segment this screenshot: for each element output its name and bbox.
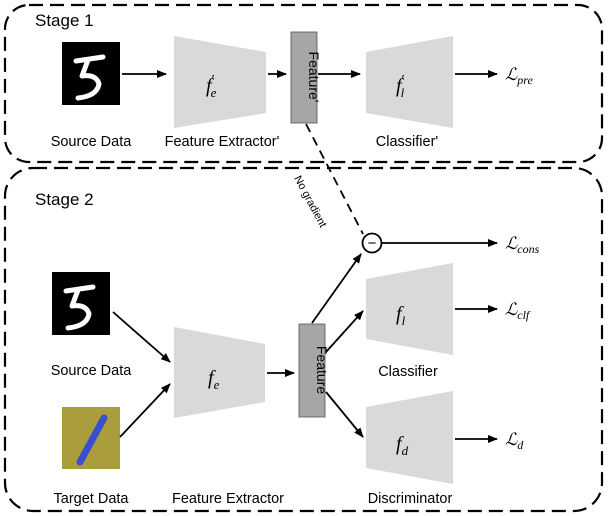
stage1-extractor-symbol: f′e [206,73,217,100]
stage2-feature-bar [298,323,326,418]
stage2-frame [3,166,604,513]
stage1-feature-label: Feature' [306,52,322,103]
stage2-source-image [52,272,110,335]
stage1-extractor-label: Feature Extractor' [165,134,280,150]
stage1-frame [3,3,604,164]
subtract-circle [361,232,383,254]
stage1-feature-bar [290,31,318,124]
stage2-loss-cons: ℒcons [505,234,540,256]
stage2-feature-label: Feature [314,346,330,394]
subtract-symbol: − [368,235,377,252]
stage1-source-label: Source Data [51,134,133,150]
stage2-classifier-label: Classifier [378,364,438,380]
stage2-discriminator-label: Discriminator [368,491,453,507]
stage1-feature-extractor-block [174,36,266,128]
stage2-arrow-to-classifier [325,310,364,353]
stage1-loss: ℒpre [505,65,533,87]
stage2-extractor-label: Feature Extractor [172,491,284,507]
stage2-title: Stage 2 [35,190,94,209]
stage2-feature-extractor-block [174,327,265,418]
no-gradient-label: No gradient [291,174,328,230]
stage2-arrow-to-discriminator [325,391,364,438]
stage2-source-label: Source Data [51,363,133,379]
stage1-classifier-symbol: f′l [396,73,405,100]
stage2-arrow-to-subtract [311,253,362,324]
no-gradient-dashed-line [305,123,364,235]
stage1-classifier-block [366,36,453,128]
stage2-target-label: Target Data [54,491,130,507]
stage2-arrow-target [119,383,171,438]
stage2-arrow-source [112,311,171,363]
stage2-extractor-symbol: fe [208,367,220,392]
stage2-loss-d: ℒd [505,430,524,452]
stage2-discriminator-block [366,391,453,484]
stage1-source-image [62,42,120,105]
stage1-title: Stage 1 [35,11,94,30]
stage2-target-image [62,407,120,469]
stage2-loss-clf: ℒclf [505,300,531,322]
stage2-classifier-symbol: fl [396,303,406,328]
stage2-classifier-block [366,263,453,355]
stage1-classifier-label: Classifier' [376,134,439,150]
